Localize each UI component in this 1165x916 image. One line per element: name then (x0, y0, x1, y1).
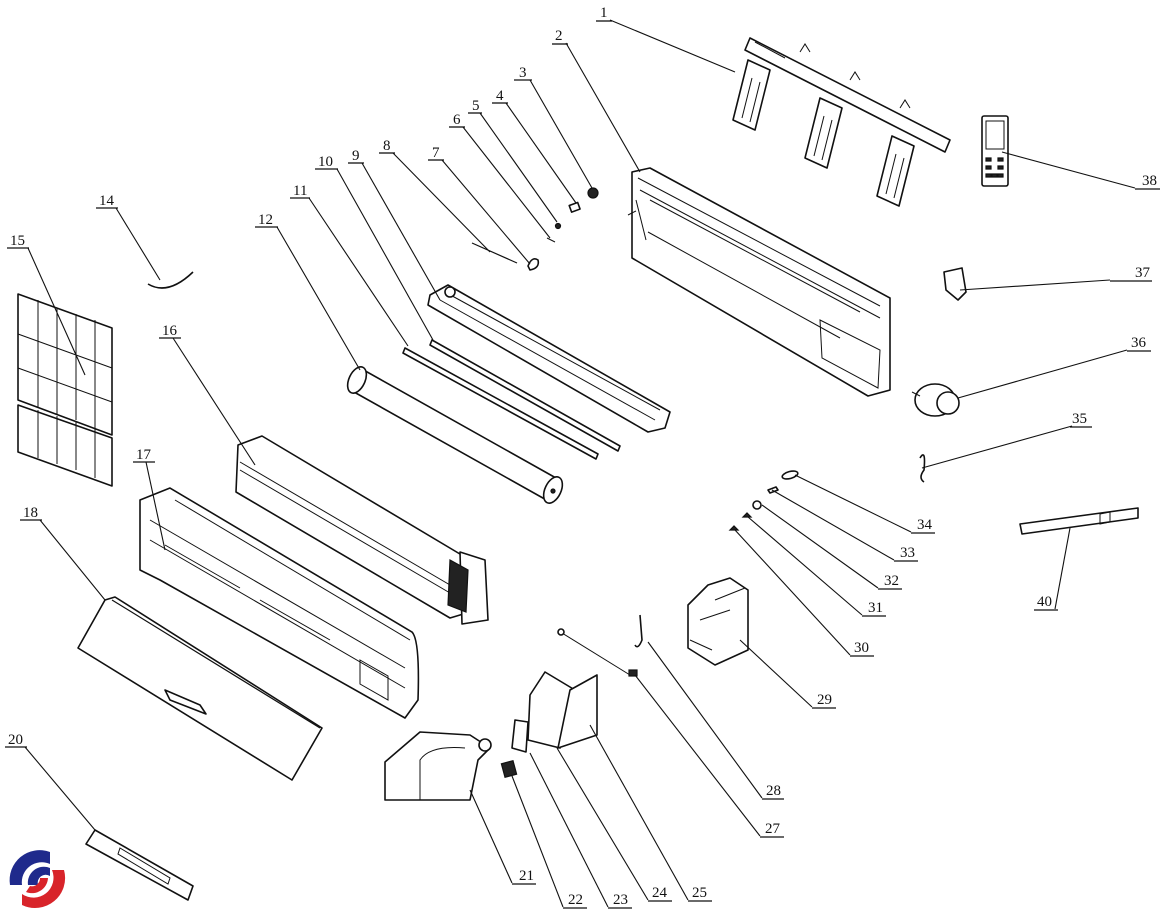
part-11-vane (402, 347, 599, 460)
callout-17: 17 (136, 447, 152, 463)
callout-1: 1 (600, 5, 608, 21)
part-3-bearing (587, 187, 599, 199)
callout-18: 18 (23, 505, 38, 521)
callout-8: 8 (383, 138, 391, 154)
part-40-side-strip (1019, 507, 1139, 535)
callout-38: 38 (1142, 173, 1157, 189)
part-38-remote-control (981, 115, 1009, 187)
part-chassis (627, 167, 891, 397)
part-27-temp-sensor (557, 628, 638, 677)
part-14-drain-hose (147, 271, 194, 289)
part-32-bushing (752, 500, 762, 510)
callout-30: 30 (854, 640, 869, 656)
callout-11: 11 (293, 183, 307, 199)
callout-14: 14 (99, 193, 115, 209)
part-22-terminal-block (500, 759, 518, 779)
callout-24: 24 (652, 885, 668, 901)
callout-7: 7 (432, 145, 440, 161)
callout-15: 15 (10, 233, 25, 249)
part-34-retainer (781, 470, 799, 480)
callout-23: 23 (613, 892, 628, 908)
callout-40: 40 (1037, 594, 1052, 610)
callout-33: 33 (900, 545, 915, 561)
part-4-clip (568, 201, 581, 213)
callout-31: 31 (868, 600, 883, 616)
part-10-vane (429, 339, 621, 452)
callout-4: 4 (496, 88, 504, 104)
callout-20: 20 (8, 732, 23, 748)
callout-labels: 1 2 3 4 5 6 7 8 9 10 11 12 14 15 16 17 1… (5, 5, 1160, 909)
callout-16: 16 (162, 323, 178, 339)
part-8-rod (471, 242, 518, 264)
leader-lines (24, 19, 1136, 908)
part-15-air-filter (17, 293, 113, 487)
callout-9: 9 (352, 148, 360, 164)
callout-22: 22 (568, 892, 583, 908)
part-37-bracket (943, 267, 967, 301)
part-21-electrical-box (384, 731, 492, 801)
part-20-display-board (85, 829, 194, 901)
callout-6: 6 (453, 112, 461, 128)
callout-35: 35 (1072, 411, 1087, 427)
callout-27: 27 (765, 821, 781, 837)
part-17-front-case (139, 487, 420, 719)
part-18-front-panel (77, 596, 323, 781)
callout-5: 5 (472, 98, 480, 114)
part-29-main-control-box (687, 577, 749, 666)
callout-29: 29 (817, 692, 832, 708)
callout-21: 21 (519, 868, 534, 884)
brand-swirl-logo (9, 850, 66, 909)
part-mounting-plate (732, 37, 951, 207)
callout-25: 25 (692, 885, 707, 901)
callout-28: 28 (766, 783, 781, 799)
callout-36: 36 (1131, 335, 1147, 351)
part-12-cross-flow-fan (346, 366, 564, 504)
callout-12: 12 (258, 212, 273, 228)
part-36-fan-motor (911, 383, 960, 417)
callout-32: 32 (884, 573, 899, 589)
callout-10: 10 (318, 154, 333, 170)
part-23-25-control-box (511, 671, 598, 753)
part-31-screw (741, 512, 753, 518)
part-7-cap (527, 258, 540, 271)
callout-2: 2 (555, 28, 563, 44)
part-9-vane-assembly (427, 284, 671, 433)
callout-3: 3 (519, 65, 527, 81)
part-6-pin (546, 237, 556, 243)
part-30-screw (728, 525, 740, 531)
part-5-screw (554, 222, 562, 230)
part-16-evaporator (235, 435, 489, 625)
part-28-pipe-sensor (634, 614, 643, 648)
callout-34: 34 (917, 517, 933, 533)
callout-37: 37 (1135, 265, 1151, 281)
